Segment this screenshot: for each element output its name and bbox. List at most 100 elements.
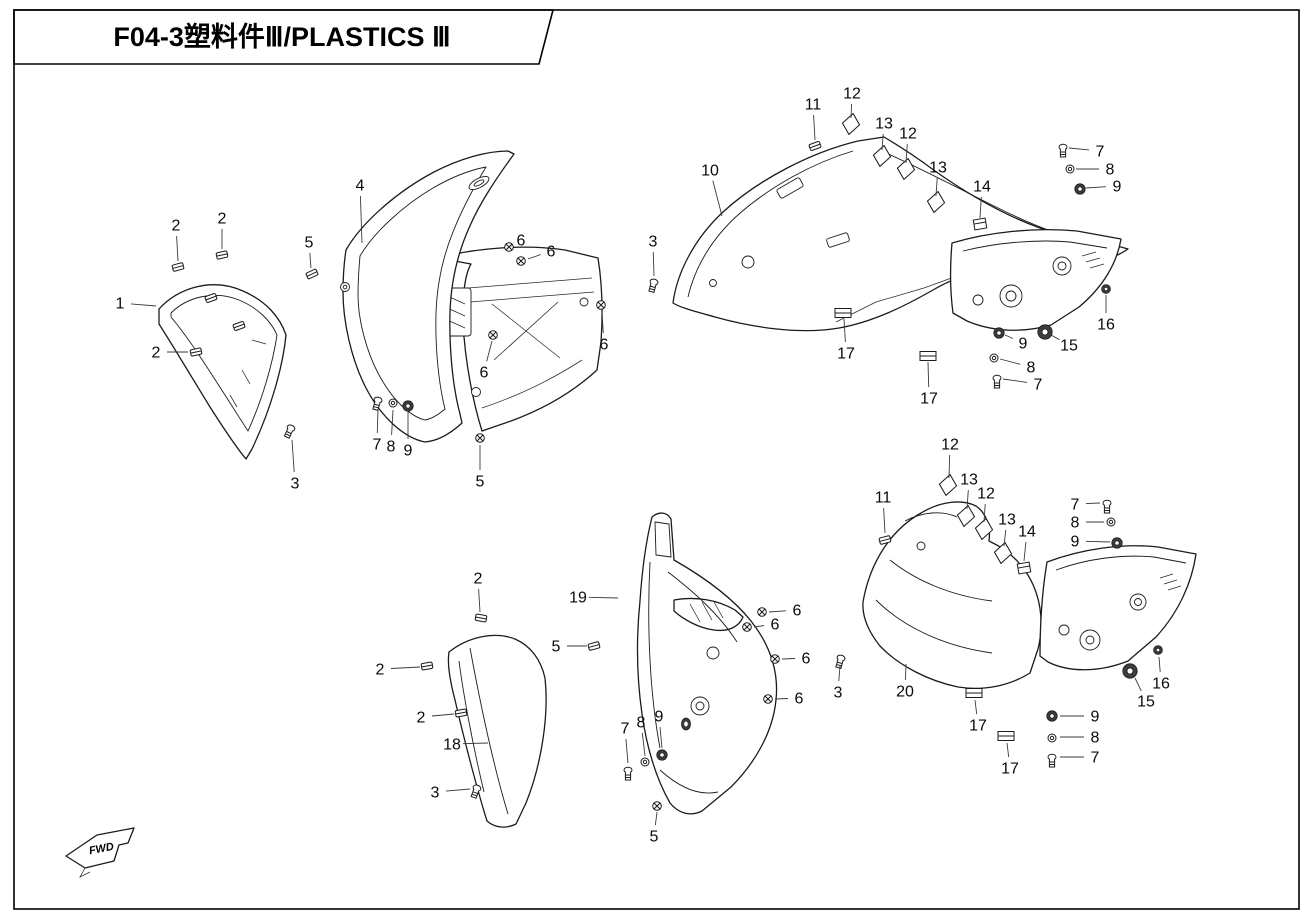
callout-leader-7 bbox=[1002, 378, 1028, 383]
part-1-detail-lines bbox=[229, 339, 267, 408]
callout-3: 3 bbox=[649, 234, 658, 251]
grommet-icon bbox=[1122, 663, 1138, 679]
part-group-18-side-cover bbox=[420, 613, 547, 828]
callout-leader-5 bbox=[654, 811, 658, 826]
callout-leader-13 bbox=[881, 133, 884, 151]
grommet-icon bbox=[656, 749, 668, 761]
callout-8: 8 bbox=[1071, 515, 1080, 532]
callout-2: 2 bbox=[417, 710, 426, 727]
callout-6: 6 bbox=[517, 233, 526, 250]
grommet-icon bbox=[1046, 710, 1058, 722]
callout-6: 6 bbox=[547, 244, 556, 261]
callout-18: 18 bbox=[443, 737, 461, 754]
fwd-label: FWD bbox=[88, 841, 115, 858]
callout-leader-17 bbox=[843, 318, 846, 343]
callout-leader-9 bbox=[1085, 186, 1107, 189]
part-10-slot bbox=[826, 232, 850, 248]
callout-9: 9 bbox=[1071, 534, 1080, 551]
callout-17: 17 bbox=[920, 391, 938, 408]
callout-6: 6 bbox=[600, 337, 609, 354]
washer-icon bbox=[1106, 517, 1116, 527]
callout-13: 13 bbox=[929, 160, 947, 177]
screw-icon bbox=[596, 300, 606, 310]
part-18-outline bbox=[447, 634, 547, 828]
callout-leader-6 bbox=[768, 610, 787, 613]
callout-6: 6 bbox=[771, 617, 780, 634]
callout-leader-7 bbox=[625, 738, 629, 764]
callout-14: 14 bbox=[973, 179, 991, 196]
callout-leader-13 bbox=[935, 177, 938, 197]
part-group-10-upper-panel bbox=[647, 113, 1129, 389]
part-20-creases bbox=[875, 512, 993, 654]
screw-icon bbox=[763, 694, 773, 704]
callout-7: 7 bbox=[1096, 144, 1105, 161]
rail-20-hole bbox=[1058, 624, 1070, 636]
callout-11: 11 bbox=[805, 97, 822, 114]
part-19-hatch bbox=[689, 601, 724, 623]
grommet-icon bbox=[993, 327, 1005, 339]
callout-2: 2 bbox=[474, 571, 483, 588]
callout-10: 10 bbox=[701, 163, 719, 180]
clip-icon bbox=[808, 140, 822, 152]
inner-panel-hole bbox=[579, 297, 589, 307]
washer-icon bbox=[1047, 733, 1057, 743]
screw-icon bbox=[488, 330, 498, 340]
callout-leader-19 bbox=[588, 596, 619, 599]
callout-3: 3 bbox=[291, 476, 300, 493]
callout-8: 8 bbox=[637, 715, 646, 732]
rail-20-hatch bbox=[1159, 573, 1182, 591]
callout-leader-4 bbox=[359, 195, 363, 244]
screw-icon bbox=[742, 622, 752, 632]
callout-leader-17 bbox=[1006, 742, 1010, 758]
pad-strip-icon bbox=[997, 731, 1015, 741]
grommet-icon bbox=[1074, 183, 1086, 195]
callout-3: 3 bbox=[834, 685, 843, 702]
clip-icon bbox=[215, 250, 229, 260]
rail-20-hole bbox=[1134, 598, 1142, 606]
callout-9: 9 bbox=[1091, 709, 1100, 726]
page-border bbox=[13, 9, 1300, 910]
callout-2: 2 bbox=[376, 662, 385, 679]
callout-3: 3 bbox=[431, 785, 440, 802]
callout-leader-2 bbox=[176, 235, 179, 262]
callout-8: 8 bbox=[1091, 730, 1100, 747]
bracket-icon bbox=[1016, 561, 1032, 575]
callout-12: 12 bbox=[843, 86, 861, 103]
callout-6: 6 bbox=[802, 651, 811, 668]
callout-leader-17 bbox=[974, 699, 978, 715]
callout-15: 15 bbox=[1137, 694, 1155, 711]
screw-icon bbox=[770, 654, 780, 664]
callout-leader-17 bbox=[927, 361, 930, 388]
callout-5: 5 bbox=[650, 829, 659, 846]
callout-leader-6 bbox=[601, 311, 604, 334]
callout-9: 9 bbox=[404, 443, 413, 460]
callout-leader-2 bbox=[431, 713, 455, 717]
page-title: F04-3塑料件Ⅲ/PLASTICS Ⅲ bbox=[113, 22, 450, 52]
callout-leader-7 bbox=[376, 408, 379, 434]
rail-20-hole bbox=[1085, 635, 1095, 645]
rail-10-outline bbox=[949, 228, 1122, 331]
callout-leader-6 bbox=[527, 254, 541, 260]
screw-icon bbox=[757, 607, 767, 617]
part-19-grommet bbox=[681, 717, 691, 731]
clip-icon bbox=[171, 261, 185, 273]
bolt-icon bbox=[1047, 753, 1057, 768]
callout-leader-6 bbox=[781, 658, 796, 660]
callout-13: 13 bbox=[960, 472, 978, 489]
callout-13: 13 bbox=[875, 116, 893, 133]
part-group-4-front-panel bbox=[305, 150, 606, 443]
callout-14: 14 bbox=[1018, 524, 1036, 541]
callout-5: 5 bbox=[305, 235, 314, 252]
callout-13: 13 bbox=[998, 512, 1016, 529]
callout-6: 6 bbox=[793, 603, 802, 620]
callout-leader-2 bbox=[390, 666, 421, 669]
fwd-arrow-icon bbox=[65, 827, 135, 869]
callout-19: 19 bbox=[569, 590, 587, 607]
rail-10-hole bbox=[972, 294, 984, 306]
part-group-1-side-cover bbox=[158, 250, 297, 460]
part-18-creases bbox=[458, 647, 509, 815]
callout-15: 15 bbox=[1060, 338, 1078, 355]
washer-icon bbox=[640, 757, 650, 767]
